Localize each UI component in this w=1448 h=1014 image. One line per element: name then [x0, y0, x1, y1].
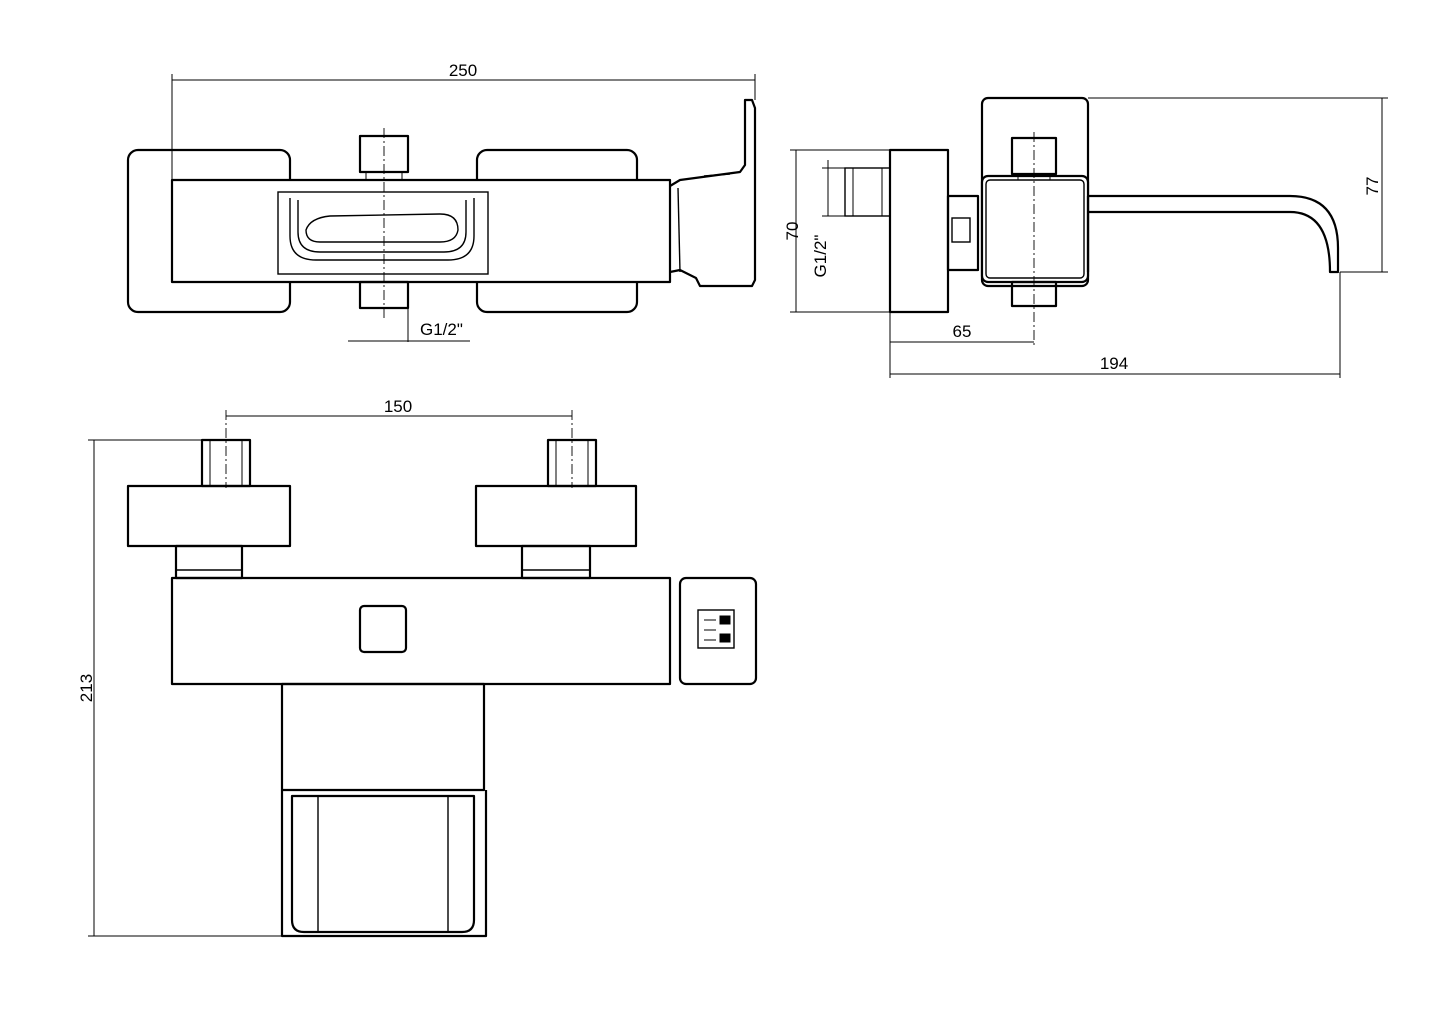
front-left-stem	[174, 544, 244, 580]
top-spout-window	[277, 191, 489, 275]
side-body	[980, 174, 1090, 284]
dim-label-150: 150	[384, 397, 412, 416]
front-spout-frame	[280, 790, 488, 938]
top-spout-opening	[305, 213, 459, 243]
front-left-handle	[126, 484, 292, 548]
dim-label-194: 194	[1100, 354, 1128, 373]
dim-label-77: 77	[1363, 177, 1382, 196]
front-right-handle	[474, 484, 638, 548]
front-diverter	[678, 576, 758, 686]
front-body	[170, 576, 672, 686]
top-body	[170, 178, 672, 284]
front-diverter-symbol	[697, 609, 735, 649]
side-view	[790, 96, 1388, 378]
side-mid-connector	[946, 194, 980, 272]
top-spout-inner	[297, 200, 467, 253]
top-diverter	[669, 98, 757, 288]
top-spout-outer	[289, 198, 475, 261]
front-center-button	[358, 604, 408, 654]
side-thread	[844, 167, 891, 217]
top-thread-label: G1/2"	[420, 320, 463, 339]
side-spout	[1088, 194, 1340, 274]
front-spout-outlet	[290, 794, 476, 934]
dim-label-250: 250	[449, 61, 477, 80]
top-view	[126, 74, 757, 342]
front-view	[88, 410, 758, 938]
side-wall-block	[888, 148, 950, 314]
dim-label-213: 213	[77, 674, 96, 702]
side-thread-label: G1/2"	[811, 235, 830, 278]
dim-label-70: 70	[783, 222, 802, 241]
dim-label-65: 65	[953, 322, 972, 341]
front-right-stem	[520, 544, 592, 580]
front-spout-neck	[280, 682, 486, 792]
